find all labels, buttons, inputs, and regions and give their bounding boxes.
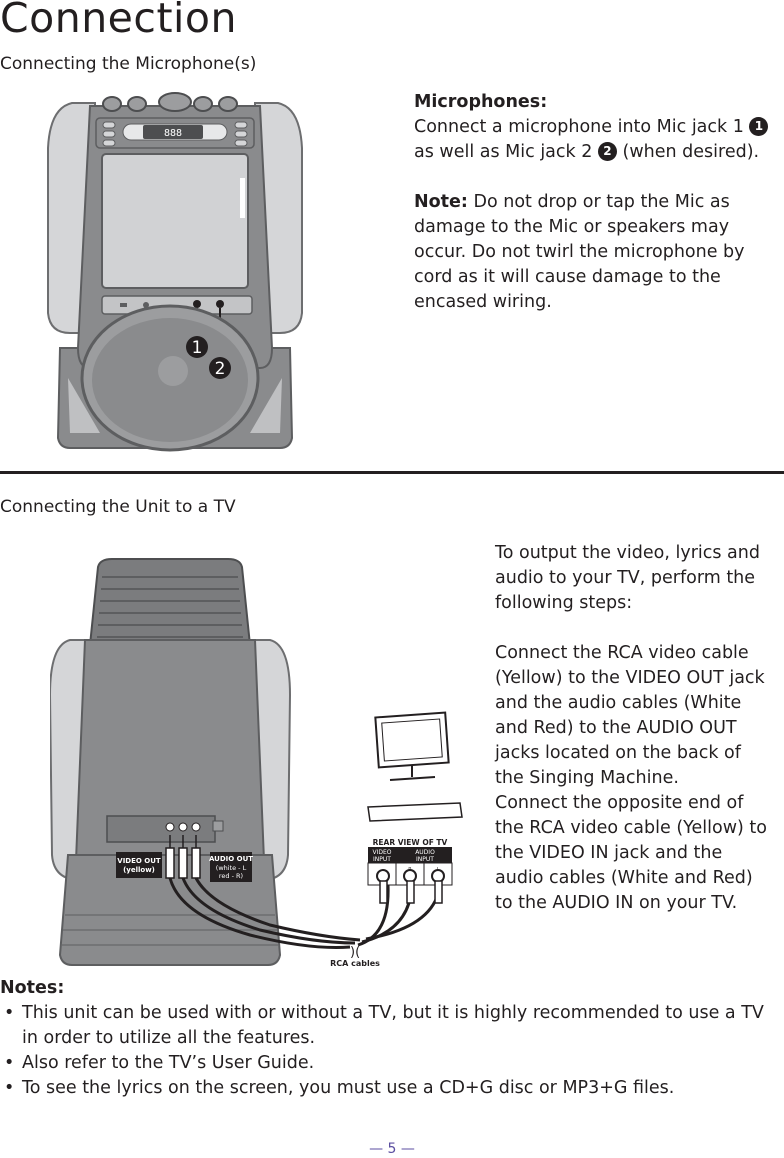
mic-line-2: as well as Mic jack 2 2 (when desired).: [414, 140, 784, 165]
video-input-label: VIDEO: [372, 849, 391, 856]
notes-item-text: This unit can be used with or without a …: [22, 1003, 764, 1048]
display-readout: 888: [164, 128, 182, 139]
tv-instructions: To output the video, lyrics and audio to…: [495, 541, 775, 916]
note-label: Note:: [414, 192, 468, 212]
notes-list: • This unit can be used with or without a…: [0, 1001, 770, 1101]
bullet: •: [4, 1078, 15, 1098]
section-divider: [0, 471, 784, 474]
mic-jack-2-badge: 2: [597, 142, 617, 161]
mic-line-2-text: as well as Mic jack 2: [414, 142, 593, 162]
bullet: •: [4, 1053, 15, 1073]
microphones-subheading: Microphones:: [414, 92, 548, 112]
karaoke-machine-front-illustration: 888 1 2: [47, 92, 303, 452]
mic-jack-1-callout: 1: [192, 338, 203, 358]
notes-item: • To see the lyrics on the screen, you mu…: [0, 1076, 770, 1101]
notes-item: • Also refer to the TV’s User Guide.: [0, 1051, 770, 1076]
notes-item: • This unit can be used with or without a…: [0, 1001, 770, 1051]
notes-label: Notes:: [0, 978, 65, 998]
notes-item-text: Also refer to the TV’s User Guide.: [22, 1053, 315, 1073]
tv-connection-illustration: VIDEO OUT (yellow) AUDIO OUT (white - L …: [50, 558, 463, 968]
note-text: Do not drop or tap the Mic as damage to …: [414, 192, 745, 312]
notes-item-text: To see the lyrics on the screen, you mus…: [22, 1078, 675, 1098]
mic-jack-2-callout: 2: [215, 359, 226, 379]
audio-input-label: AUDIO: [415, 849, 435, 856]
mic-line-2-post: (when desired).: [622, 142, 760, 162]
page-number-text: — 5 —: [369, 1141, 415, 1157]
tv-step-2: Connect the opposite end of the RCA vide…: [495, 793, 767, 913]
page-number: — 5 —: [0, 1141, 784, 1157]
audio-out-sub2: red - R): [219, 872, 243, 880]
rca-cables-label: RCA cables: [330, 959, 380, 968]
tv-intro: To output the video, lyrics and audio to…: [495, 543, 760, 613]
page-title: Connection: [0, 0, 237, 42]
tv-step-1: Connect the RCA video cable (Yellow) to …: [495, 643, 765, 788]
mic-note: Note: Do not drop or tap the Mic as dama…: [414, 190, 780, 315]
rear-view-label: REAR VIEW OF TV: [373, 838, 448, 847]
svg-text:)(: )(: [350, 945, 360, 960]
mic-line-1: Connect a microphone into Mic jack 1 1: [414, 115, 784, 140]
notes-section: Notes: • This unit can be used with or wi…: [0, 976, 770, 1101]
audio-input-label-2: INPUT: [416, 856, 434, 863]
video-input-label-2: INPUT: [373, 856, 391, 863]
mic-line-1-text: Connect a microphone into Mic jack 1: [414, 117, 744, 137]
mic-section-heading: Connecting the Microphone(s): [0, 54, 257, 74]
mic-jack-1-badge: 1: [749, 117, 769, 136]
video-out-sub: (yellow): [123, 866, 155, 874]
bullet: •: [4, 1003, 15, 1023]
tv-section-heading: Connecting the Unit to a TV: [0, 497, 236, 517]
video-out-label: VIDEO OUT: [117, 857, 161, 865]
mic-instructions: Microphones: Connect a microphone into M…: [414, 90, 784, 315]
audio-out-label: AUDIO OUT: [209, 855, 253, 863]
audio-out-sub1: (white - L: [216, 864, 247, 872]
